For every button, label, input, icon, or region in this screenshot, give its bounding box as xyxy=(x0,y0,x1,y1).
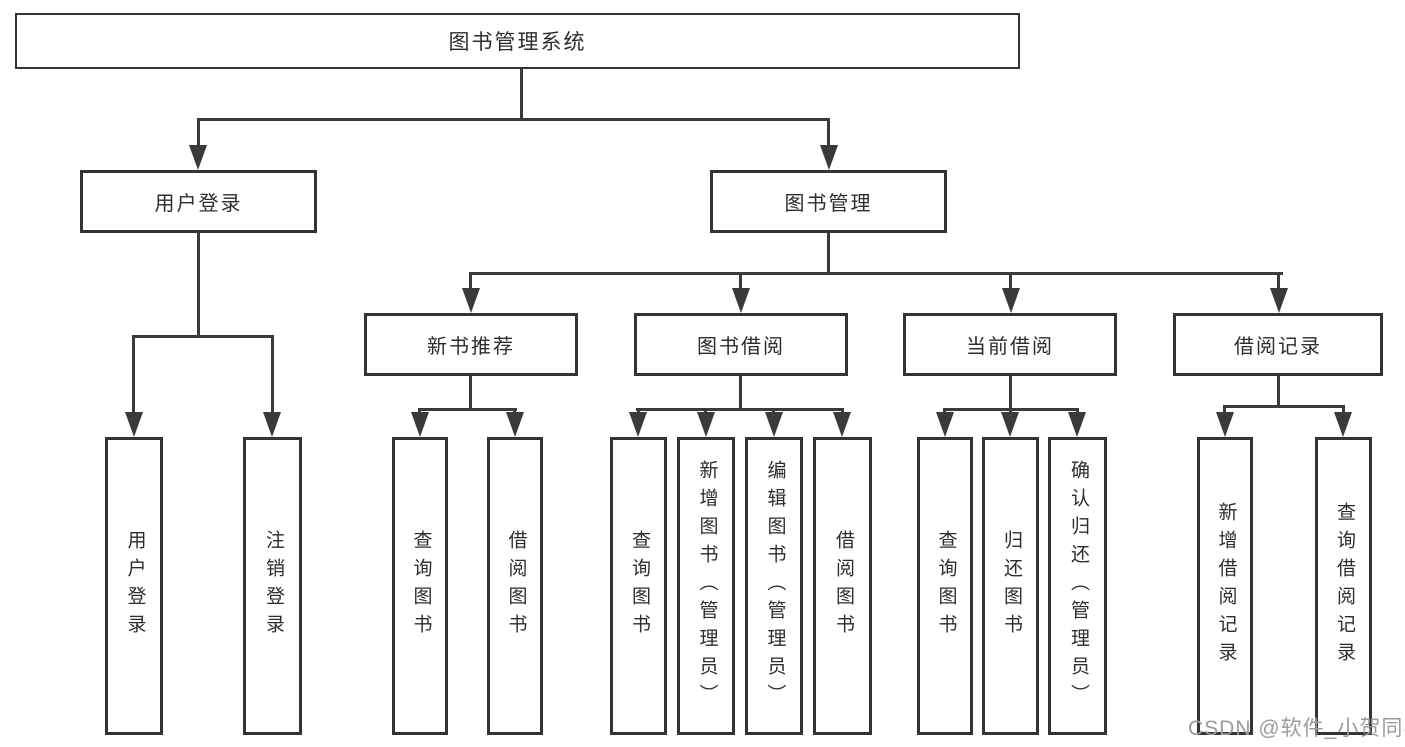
arrow-down-icon xyxy=(820,145,838,170)
leaf-newbook-borrow-book: 借阅图书 xyxy=(487,437,543,735)
connector-line xyxy=(1277,376,1280,405)
node-root: 图书管理系统 xyxy=(15,13,1020,69)
node-current-borrow: 当前借阅 xyxy=(903,313,1117,376)
connector-line xyxy=(1009,376,1012,408)
node-user-login: 用户登录 xyxy=(80,170,317,233)
connector-line xyxy=(827,233,830,272)
node-borrow-record-label: 借阅记录 xyxy=(1234,336,1322,358)
connector-line xyxy=(197,233,200,335)
connector-line xyxy=(520,69,523,118)
leaf-borrow-add-book-admin: 新增图书（管理员） xyxy=(677,437,735,735)
leaf-newbook-query-book-label: 查询图书 xyxy=(410,530,432,642)
node-new-book-recommend-label: 新书推荐 xyxy=(427,336,515,358)
connector-line xyxy=(739,272,742,290)
leaf-user-login: 用户登录 xyxy=(105,437,163,735)
watermark: CSDN @软件_小贺同学 xyxy=(1188,717,1405,740)
connector-line xyxy=(1009,272,1012,290)
leaf-record-add-borrow-record: 新增借阅记录 xyxy=(1197,437,1253,735)
node-book-borrow: 图书借阅 xyxy=(634,313,848,376)
arrow-down-icon xyxy=(697,412,715,437)
leaf-borrow-borrow-book-label: 借阅图书 xyxy=(832,530,854,642)
leaf-current-confirm-return-admin: 确认归还（管理员） xyxy=(1048,437,1107,735)
connector-line xyxy=(1277,272,1280,290)
connector-line xyxy=(739,376,742,408)
arrow-down-icon xyxy=(1216,412,1234,437)
arrow-down-icon xyxy=(936,412,954,437)
arrow-down-icon xyxy=(765,412,783,437)
leaf-current-return-book: 归还图书 xyxy=(982,437,1039,735)
connector-line xyxy=(132,335,135,413)
node-book-management: 图书管理 xyxy=(710,170,947,233)
leaf-current-query-book-label: 查询图书 xyxy=(935,530,957,642)
leaf-current-return-book-label: 归还图书 xyxy=(1000,530,1022,642)
connector-line xyxy=(636,408,844,411)
arrow-down-icon xyxy=(125,412,143,437)
node-borrow-record: 借阅记录 xyxy=(1173,313,1383,376)
connector-line xyxy=(132,335,274,338)
node-book-management-label: 图书管理 xyxy=(784,193,873,215)
connector-line xyxy=(469,272,472,290)
leaf-logout: 注销登录 xyxy=(243,437,302,735)
leaf-borrow-borrow-book: 借阅图书 xyxy=(813,437,872,735)
arrow-down-icon xyxy=(462,288,480,313)
leaf-logout-label: 注销登录 xyxy=(262,530,284,642)
leaf-record-query-borrow-record: 查询借阅记录 xyxy=(1315,437,1372,735)
arrow-down-icon xyxy=(1334,412,1352,437)
leaf-newbook-borrow-book-label: 借阅图书 xyxy=(505,530,527,642)
leaf-record-query-borrow-record-label: 查询借阅记录 xyxy=(1333,502,1355,670)
leaf-current-confirm-return-admin-label: 确认归还（管理员） xyxy=(1067,460,1089,712)
arrow-down-icon xyxy=(1001,412,1019,437)
node-new-book-recommend: 新书推荐 xyxy=(364,313,578,376)
arrow-down-icon xyxy=(506,412,524,437)
connector-line xyxy=(197,118,830,121)
connector-line xyxy=(1223,405,1226,415)
node-user-login-label: 用户登录 xyxy=(154,193,243,215)
node-current-borrow-label: 当前借阅 xyxy=(966,336,1054,358)
leaf-borrow-add-book-admin-label: 新增图书（管理员） xyxy=(696,460,718,712)
leaf-borrow-query-book-label: 查询图书 xyxy=(628,530,650,642)
leaf-user-login-label: 用户登录 xyxy=(124,530,146,642)
node-root-label: 图书管理系统 xyxy=(448,31,587,54)
arrow-down-icon xyxy=(1270,288,1288,313)
leaf-newbook-query-book: 查询图书 xyxy=(392,437,448,735)
connector-line xyxy=(827,118,830,149)
arrow-down-icon xyxy=(833,412,851,437)
arrow-down-icon xyxy=(263,412,281,437)
connector-line xyxy=(271,335,274,413)
arrow-down-icon xyxy=(189,145,207,170)
connector-line xyxy=(197,118,200,149)
connector-line xyxy=(418,408,517,411)
leaf-borrow-edit-book-admin: 编辑图书（管理员） xyxy=(745,437,803,735)
connector-line xyxy=(1342,405,1345,415)
arrow-down-icon xyxy=(411,412,429,437)
arrow-down-icon xyxy=(1068,412,1086,437)
arrow-down-icon xyxy=(1002,288,1020,313)
node-book-borrow-label: 图书借阅 xyxy=(697,336,785,358)
connector-line xyxy=(469,376,472,408)
leaf-record-add-borrow-record-label: 新增借阅记录 xyxy=(1215,502,1237,670)
connector-line xyxy=(469,272,1283,275)
arrow-down-icon xyxy=(629,412,647,437)
leaf-borrow-edit-book-admin-label: 编辑图书（管理员） xyxy=(764,460,786,712)
connector-line xyxy=(1223,405,1345,408)
leaf-borrow-query-book: 查询图书 xyxy=(610,437,667,735)
leaf-current-query-book: 查询图书 xyxy=(917,437,973,735)
arrow-down-icon xyxy=(732,288,750,313)
